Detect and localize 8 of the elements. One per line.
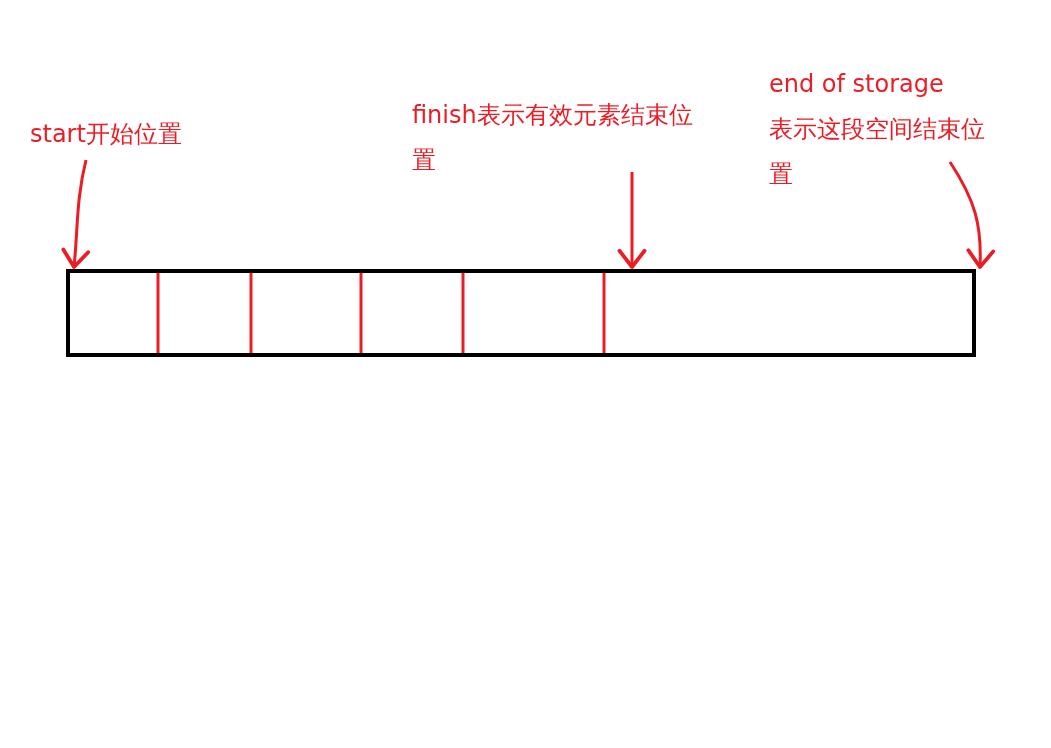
annotation-text: end of storage xyxy=(769,69,945,100)
array-bar xyxy=(66,269,976,357)
arrow xyxy=(948,161,995,269)
annotation-text: 表示这段空间结束位置 xyxy=(769,114,986,190)
arrow xyxy=(617,172,647,269)
annotation-text: finish表示有效元素结束位置 xyxy=(412,100,694,176)
annotation-text: start开始位置 xyxy=(30,119,183,150)
arrow xyxy=(61,159,90,269)
